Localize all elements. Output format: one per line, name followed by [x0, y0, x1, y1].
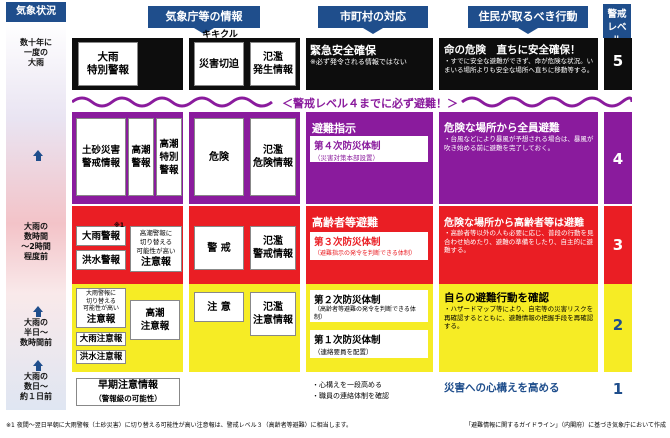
jma-takashio-chuihou-level3: 高潮警報に 切り替える 可能性が高い 注意報 [130, 226, 182, 272]
jma-keihou-label-level2: 注意報 [86, 313, 116, 325]
left-arrow-1 [31, 150, 43, 161]
separator-col-3 [433, 38, 439, 410]
mun-level3-sys-box: 第３次防災体制 （避難指示の発令を判断できる体制） [310, 232, 428, 260]
header-jma: 気象庁等の情報 [148, 6, 260, 28]
jma-level1-box: 早期注意情報 （警報級の可能性） [76, 378, 180, 406]
left-label-level3: 大雨の 数時間 ～2時間 程度前 [21, 222, 51, 261]
flood-level2-box: 氾濫 注意情報 [250, 292, 296, 336]
level3-number: 3 [612, 236, 624, 254]
situation-gradient [6, 22, 66, 410]
res-level5: 命の危険 直ちに安全確保！ ・すでに安全な避難ができず、命が危険な状況。いまいる… [444, 42, 594, 74]
footer-note: ※1 夜間～翌日早朝に大雨警報（土砂災害）に切り替える可能性が高い注意報は、警戒… [6, 422, 352, 429]
res-level1-title: 災害への心構えを高める [444, 382, 560, 394]
banner-text: ＜警戒レベル４までに必ず避難！＞ [282, 97, 458, 110]
res-level2-desc: ・ハザードマップ等により、自宅等の災害リスクを再確認するとともに、避難情報の把握… [444, 305, 594, 330]
kikikuru-level2-box: 注 意 [194, 292, 244, 322]
level1-number: 1 [612, 380, 624, 398]
res-level4: 危険な場所から全員避難 ・台風などにより暴風が予想される場合は、暴風が吹き始める… [444, 120, 594, 152]
mun-level4-sys-box: 第４次防災体制 （災害対策本部設置） [310, 136, 428, 162]
header-municipality-arrow [363, 28, 383, 34]
left-arrow-3 [31, 360, 43, 371]
res-level4-desc: ・台風などにより暴風が予想される場合は、暴風が吹き始める前に避難を完了しておく。 [444, 135, 594, 152]
kikikuru-level5-box: 災害切迫 [194, 42, 244, 86]
left-arrow-2 [31, 306, 43, 317]
mun-level1-item-1: ・心構えを一段高める [312, 381, 382, 389]
header-residents: 住民が取るべき行動 [468, 6, 588, 28]
mun-level3-sys: 第３次防災体制 [314, 237, 381, 248]
footer-source: 「避難情報に関するガイドライン」（内閣府）に基づき気象庁において作成 [465, 422, 666, 429]
res-level3: 危険な場所から高齢者等は避難 ・高齢者等以外の人も必要に応じ、普段の行動を見合わ… [444, 214, 594, 255]
jma-keihou-note-level2: 大雨警報に 切り替える 可能性が高い [82, 290, 119, 313]
mun-level1-item-2: ・職員の連絡体制を確認 [312, 392, 389, 400]
mun-level2-sys2: 第２次防災体制 [314, 295, 381, 306]
mun-level2-sys1: 第１次防災体制 [314, 335, 381, 346]
jma-ooame-level3-label: 大雨警報 [81, 230, 120, 242]
mun-level2-sys1-note: （連絡要員を配置） [314, 348, 373, 356]
mun-level5-title: 緊急安全確保 [310, 44, 376, 57]
jma-kouzui-level3: 洪水警報 [76, 250, 126, 270]
level5-number: 5 [612, 52, 624, 70]
left-label-level1: 大雨の 数日～ 約１日前 [20, 372, 52, 401]
jma-takashio-label-level3: 注意報 [141, 257, 171, 268]
jma-takashio-level2: 高潮 注意報 [130, 300, 180, 340]
jma-dosha-level4: 土砂災害 警戒情報 [76, 118, 126, 196]
flood-level3-box: 氾濫 警戒情報 [250, 226, 296, 270]
level2-number: 2 [612, 316, 624, 334]
res-level2-title: 自らの避難行動を確認 [444, 292, 549, 304]
jma-takashio-note-level3: 高潮警報に 切り替える 可能性が高い [136, 229, 176, 255]
jma-keihou-chuihou-level2: 大雨警報に 切り替える 可能性が高い 注意報 [76, 288, 126, 328]
jma-takashio-level4: 高潮 警報 [128, 118, 154, 196]
separator-col-2 [300, 38, 306, 410]
jma-takashio-special-level4: 高潮 特別 警報 [156, 118, 182, 196]
mun-level1-items: ・心構えを一段高める ・職員の連絡体制を確認 [312, 380, 430, 402]
mun-level3-title: 高齢者等避難 [312, 216, 378, 229]
res-level2: 自らの避難行動を確認 ・ハザードマップ等により、自宅等の災害リスクを再確認すると… [444, 290, 594, 331]
jma-level5-box: 大雨 特別警報 [78, 42, 138, 86]
jma-ooame-level2: 大雨注意報 [76, 332, 126, 346]
flood-level4-box: 氾濫 危険情報 [250, 118, 296, 196]
kikikuru-level3-box: 警 戒 [194, 226, 244, 270]
mun-level3-sys-note: （避難指示の発令を判断できる体制） [314, 250, 416, 257]
header-municipality: 市町村の対応 [318, 6, 428, 28]
header-situation: 気象状況 [6, 2, 66, 22]
mun-level2-sys2-note: （高齢者等避難の発令を判断できる体制） [314, 306, 416, 321]
mun-level5: 緊急安全確保 ※必ず発令される情報ではない [310, 42, 430, 67]
res-level5-desc: ・すでに安全な避難ができず、命が危険な状況。いまいる場所よりも安全な場所へ直ちに… [444, 57, 594, 74]
jma-level1-label: 早期注意情報 [98, 380, 158, 391]
mun-level2-sys1-box: 第１次防災体制 （連絡要員を配置） [310, 330, 428, 358]
mun-level4-sys: 第４次防災体制 [314, 141, 381, 152]
level4-number: 4 [612, 150, 624, 168]
mun-level4-title: 避難指示 [312, 122, 356, 135]
level5-band [72, 38, 632, 90]
left-label-level5: 数十年に 一度の 大雨 [20, 38, 52, 67]
header-level: 警戒 レベル [603, 4, 631, 46]
flood-level5-box: 氾濫 発生情報 [250, 42, 296, 86]
mun-level4-sys-note: （災害対策本部設置） [314, 154, 379, 162]
mun-level2-sys2-box: 第２次防災体制 （高齢者等避難の発令を判断できる体制） [310, 290, 428, 322]
jma-ooame-level3-note: ※1 [114, 222, 125, 229]
header-jma-arrow [194, 28, 214, 34]
banner-wave [72, 96, 632, 108]
header-residents-arrow [518, 28, 538, 34]
mun-level5-note: ※必ず発令される情報ではない [310, 58, 407, 66]
jma-kouzui-level2: 洪水注意報 [76, 350, 126, 364]
res-level3-title: 危険な場所から高齢者等は避難 [444, 218, 584, 229]
separator-col-4 [598, 38, 604, 410]
separator-col-1 [183, 38, 189, 410]
kikikuru-level4-box: 危険 [194, 118, 244, 196]
left-label-level2: 大雨の 半日～ 数時間前 [20, 318, 52, 347]
res-level3-desc: ・高齢者等以外の人も必要に応じ、普段の行動を見合わせ始めたり、避難の準備をしたり… [444, 229, 594, 254]
res-level5-title: 命の危険 直ちに安全確保！ [444, 44, 581, 56]
jma-level1-note: （警報級の可能性） [94, 394, 162, 403]
jma-ooame-level3: 大雨警報 [76, 226, 126, 246]
header-kikikuru: キキクル [202, 30, 238, 40]
res-level4-title: 危険な場所から全員避難 [444, 122, 560, 134]
